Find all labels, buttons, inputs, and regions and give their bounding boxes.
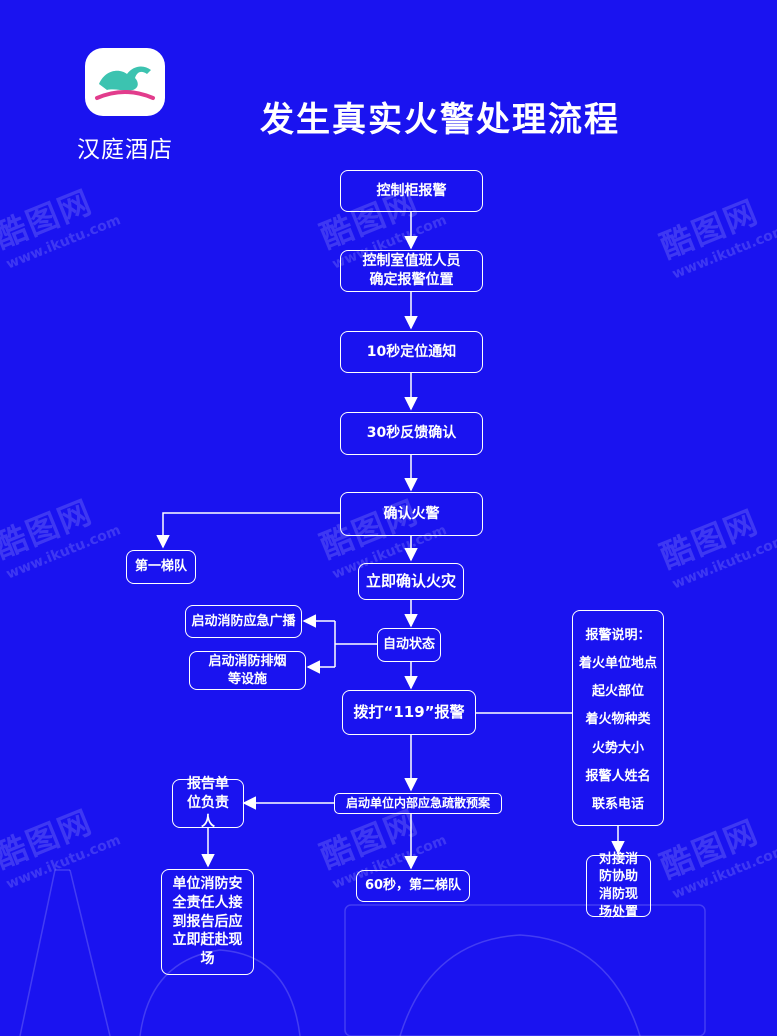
step-first-team: 第一梯队 <box>126 550 196 584</box>
report-note-item: 着火单位地点 <box>578 655 657 671</box>
report-note-item: 着火物种类 <box>585 712 651 728</box>
step-assist-firefighters: 对接消防协助消防现场处置 <box>586 852 651 920</box>
report-note-item: 火势大小 <box>591 740 644 756</box>
step-auto-state: 自动状态 <box>377 628 441 662</box>
step-second-team: 60秒，第二梯队 <box>356 870 470 902</box>
step-broadcast: 启动消防应急广播 <box>185 605 302 638</box>
brand-name: 汉庭酒店 <box>77 137 173 163</box>
report-note-item: 联系电话 <box>591 797 644 813</box>
report-note-heading: 报警说明： <box>585 627 651 643</box>
page-title: 发生真实火警处理流程 <box>260 100 620 140</box>
step-confirm-alarm: 确认火警 <box>340 492 483 536</box>
step-head-rush: 单位消防安全责任人接到报告后应立即赶赴现场 <box>161 869 254 975</box>
step-control-panel-alarm: 控制柜报警 <box>340 170 483 212</box>
step-notify-10s: 10秒定位通知 <box>340 331 483 373</box>
step-dial-119: 拨打“119”报警 <box>342 690 476 735</box>
report-note: 报警说明： 着火单位地点 起火部位 着火物种类 火势大小 报警人姓名 联系电话 <box>572 610 664 826</box>
step-duty-confirm-position: 控制室值班人员确定报警位置 <box>340 250 483 292</box>
step-report-head: 报告单位负责人 <box>172 776 244 830</box>
step-feedback-30s: 30秒反馈确认 <box>340 412 483 455</box>
hotel-logo <box>85 48 165 116</box>
step-evacuation-plan: 启动单位内部应急疏散预案 <box>334 793 502 814</box>
report-note-item: 起火部位 <box>591 684 644 700</box>
report-note-item: 报警人姓名 <box>585 769 651 785</box>
horse-icon <box>95 66 155 100</box>
step-confirm-fire: 立即确认火灾 <box>358 563 464 600</box>
step-smoke-exhaust: 启动消防排烟等设施 <box>189 651 306 690</box>
